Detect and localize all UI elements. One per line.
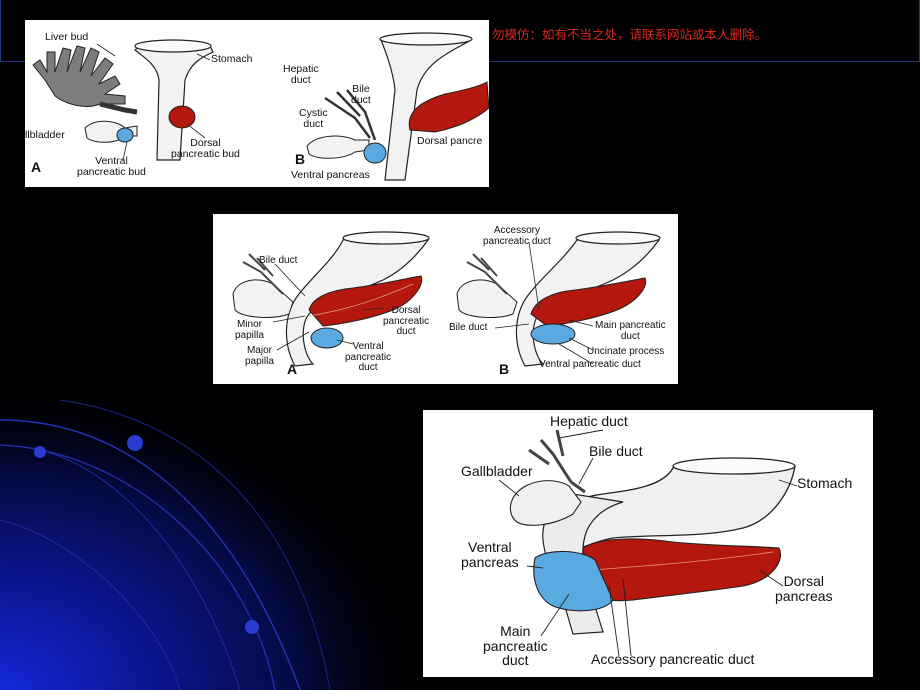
figure-3-drawing <box>498 429 798 657</box>
dorsal-pancreas-label: Dorsal pancreas <box>775 574 833 603</box>
major-papilla-label: Major papilla <box>245 345 274 367</box>
bile-duct-2a-label: Bile duct <box>259 255 298 266</box>
ventral-pancreas-2b <box>530 323 576 345</box>
ventral-pancreatic-duct-b-label: Ventral pancreatic duct <box>539 359 641 370</box>
dorsal-pancreas-label: Dorsal pancre <box>417 135 483 147</box>
deco-dot <box>127 435 143 451</box>
fig2-label-a: A <box>287 361 298 377</box>
dorsal-duct-label-line1: Dorsal <box>391 305 421 316</box>
dorsal-pancreatic-duct-label: Dorsal pancreatic duct <box>383 305 430 338</box>
bile-duct-label-line2: duct <box>351 94 371 107</box>
gallbladder-a <box>84 120 138 143</box>
figure-pancreas-rotation: A B Bile duct Minor papilla Major papill… <box>213 214 678 384</box>
bile-duct-label-line1: Bile <box>352 83 370 95</box>
minor-papilla-label: Minor papilla <box>235 319 264 341</box>
ventral-pancreas-2a <box>310 327 344 349</box>
ventral-duct-label-line1: Ventral <box>352 341 384 352</box>
bile-duct-label: Bile duct <box>589 443 643 459</box>
dorsal-pancreas-2b <box>530 277 647 327</box>
deco-dot <box>34 446 46 458</box>
main-pancreatic-duct-label: Main pancreatic duct <box>483 624 548 668</box>
ventral-pancreas-shape <box>533 550 614 612</box>
minor-papilla-label-line1: Minor <box>236 319 262 330</box>
dorsal-bud-label-line2: pancreatic bud <box>171 148 240 161</box>
gallbladder-label: llbladder <box>25 129 65 141</box>
cystic-duct-label: Cystic duct <box>299 107 328 131</box>
ventral-pancreas-label: Ventral pancreas <box>291 169 370 181</box>
hepatic-duct-label-line2: duct <box>290 74 311 87</box>
hepatic-duct-shape <box>528 429 573 483</box>
ventral-pancreas-label-line2: pancreas <box>461 553 519 570</box>
ventral-bud-a <box>116 127 134 143</box>
dorsal-pancreas-shape <box>582 538 781 602</box>
main-pancreatic-duct-label: Main pancreatic duct <box>595 320 666 342</box>
dorsal-duct-label-line2: pancreatic <box>383 315 430 327</box>
hepatic-duct-label: Hepatic duct <box>550 413 628 429</box>
fig1-label-a: A <box>31 159 42 175</box>
accessory-duct-label-line1: Accessory <box>493 225 540 236</box>
accessory-duct-label: Accessory pancreatic duct <box>483 225 551 247</box>
disclaimer-notice: 勿模仿：如有不当之处，请联系网站或本人删除。 <box>492 27 768 42</box>
main-duct-label-line1: Main pancreatic <box>595 320 666 331</box>
hepatic-duct-label: Hepatic duct <box>283 63 319 87</box>
ventral-pancreas-b <box>363 142 387 164</box>
main-duct-label-line2: duct <box>620 330 640 342</box>
main-duct-label-line3: duct <box>502 652 529 669</box>
ventral-duct-label-line2: pancreatic <box>345 351 392 363</box>
stomach-label: Stomach <box>797 475 853 491</box>
gallbladder-2a <box>232 279 294 318</box>
ventral-pancreas-label: Ventral pancreas <box>461 540 519 569</box>
fig1-label-b: B <box>295 151 306 167</box>
uncinate-process-label: Uncinate process <box>587 346 665 357</box>
ventral-duct-label-line3: duct <box>358 362 378 373</box>
ventral-bud-label: Ventral pancreatic bud <box>77 155 146 179</box>
gallbladder-2b <box>456 279 518 318</box>
figure-adult-pancreas: Hepatic duct Bile duct Gallbladder Stoma… <box>423 410 873 677</box>
ventral-bud-label-line2: pancreatic bud <box>77 166 146 179</box>
figure-2-drawing <box>232 231 661 367</box>
ventral-pancreas-label-line1: Ventral <box>468 539 512 555</box>
major-papilla-label-line1: Major <box>246 345 272 356</box>
bile-duct-shape <box>570 480 586 494</box>
gallbladder-shape <box>509 480 582 526</box>
bile-duct-2b-label: Bile duct <box>449 322 488 333</box>
main-duct-label-line2: pancreatic <box>483 637 548 654</box>
accessory-duct-label-line2: pancreatic duct <box>483 235 551 247</box>
ventral-pancreatic-duct-label: Ventral pancreatic duct <box>345 341 392 374</box>
figure-pancreas-buds: A B Liver bud Stomach llbladder Ventral … <box>25 20 489 187</box>
dorsal-bud-label: Dorsal pancreatic bud <box>171 137 240 161</box>
gallbladder-b <box>306 135 370 159</box>
liver-bud-shape <box>32 45 126 107</box>
ventral-bud-label-line1: Ventral <box>95 155 128 167</box>
dorsal-bud-a <box>168 105 196 129</box>
figure-1-drawing <box>32 32 489 181</box>
cystic-duct-label-line2: duct <box>303 118 324 131</box>
dorsal-duct-label-line3: duct <box>396 326 416 337</box>
minor-papilla-label-line2: papilla <box>235 329 264 341</box>
dorsal-pancreas-2a <box>308 275 423 327</box>
stomach-label: Stomach <box>211 53 253 65</box>
fig2-label-b: B <box>499 361 510 377</box>
dorsal-bud-label-line1: Dorsal <box>190 137 221 149</box>
dorsal-pancreas-label-line1: Dorsal <box>783 573 825 589</box>
dorsal-pancreas-label-line2: pancreas <box>775 587 833 604</box>
main-duct-label-line1: Main <box>500 623 531 639</box>
liver-bud-label: Liver bud <box>45 31 89 43</box>
major-papilla-label-line2: papilla <box>245 355 274 367</box>
stomach-a <box>285 233 429 367</box>
gallbladder-label: Gallbladder <box>461 463 533 479</box>
bile-duct-label: Bile duct <box>351 83 371 107</box>
cystic-duct-label-line1: Cystic <box>299 107 328 119</box>
hepatic-duct-label-line1: Hepatic <box>283 63 319 75</box>
accessory-pancreatic-duct-label: Accessory pancreatic duct <box>591 651 755 667</box>
dorsal-pancreas-b <box>408 81 489 133</box>
deco-dot <box>245 620 259 634</box>
